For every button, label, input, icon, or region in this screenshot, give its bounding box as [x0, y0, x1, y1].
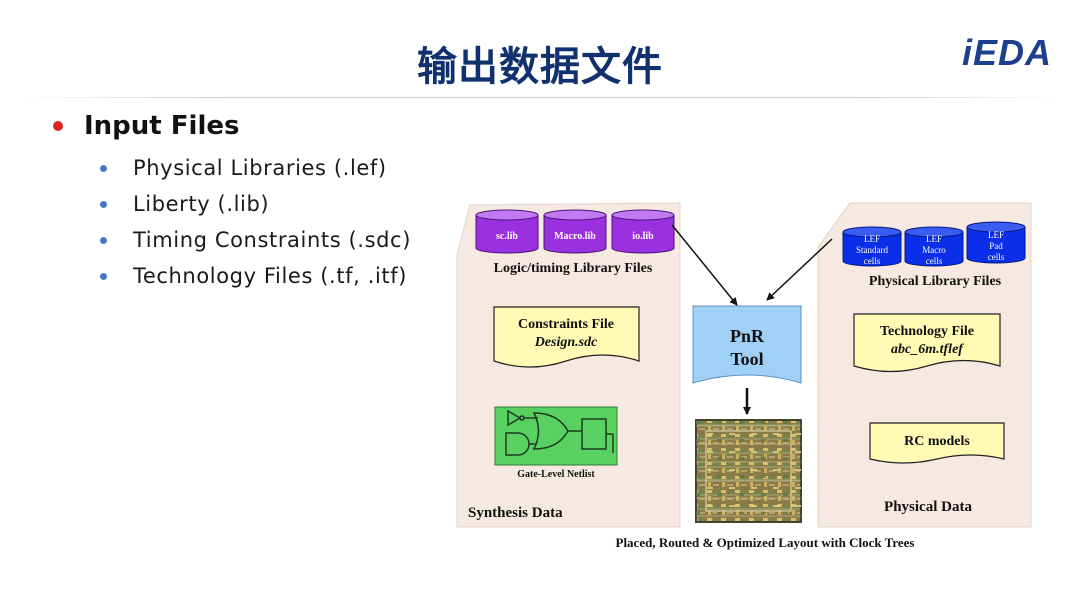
lef-label-line1: LEF	[988, 230, 1004, 240]
lef-cylinder: LEF Macro cells	[904, 226, 964, 267]
physical-to-tool-arrow	[766, 238, 833, 301]
rc-models-label: RC models	[904, 434, 970, 449]
technology-file-name: abc_6m.tflef	[891, 342, 964, 357]
lib-label: io.lib	[632, 231, 654, 242]
synthesis-data-label: Synthesis Data	[468, 505, 563, 521]
constraints-file-doc: Constraints File Design.sdc	[493, 306, 640, 368]
gate-netlist-caption: Gate-Level Netlist	[517, 469, 595, 480]
blue-bullet-icon	[100, 164, 107, 172]
lef-label-line3: cells	[864, 256, 881, 266]
blue-bullet-icon	[100, 200, 107, 208]
main-bullet-text: Input Files	[84, 111, 240, 141]
lef-label-line3: cells	[988, 252, 1005, 262]
physical-library-caption: Physical Library Files	[869, 274, 1002, 289]
title-divider	[18, 97, 1064, 98]
pnr-tool-line2: Tool	[730, 349, 763, 369]
lef-label-line1: LEF	[926, 234, 942, 244]
gate-netlist-box: Gate-Level Netlist	[494, 406, 618, 480]
blue-bullet-icon	[100, 272, 107, 280]
lef-cylinder: LEF Pad cells	[966, 221, 1026, 264]
sub-bullet-item: Liberty (.lib)	[100, 186, 411, 222]
page-title: 输出数据文件	[417, 44, 663, 90]
constraints-file-name: Design.sdc	[534, 335, 598, 350]
lib-label: sc.lib	[496, 231, 518, 242]
rc-models-doc: RC models	[869, 422, 1005, 464]
lib-cylinder: sc.lib	[475, 209, 539, 254]
ieda-logo: iEDA	[962, 32, 1053, 73]
synthesis-to-tool-arrow	[671, 224, 738, 306]
sub-bullet-item: Technology Files (.tf, .itf)	[100, 258, 411, 294]
pnr-flow-diagram: sc.lib Macro.lib io.lib Logic/timing Lib…	[456, 202, 1032, 550]
technology-file-doc: Technology File abc_6m.tflef	[853, 313, 1001, 373]
chip-layout-image	[695, 419, 802, 523]
lef-label-line1: LEF	[864, 234, 880, 244]
red-bullet-icon	[53, 121, 63, 131]
logic-library-caption: Logic/timing Library Files	[494, 261, 653, 276]
pnr-tool-line1: PnR	[730, 326, 765, 346]
sub-bullet-list: Physical Libraries (.lef) Liberty (.lib)…	[100, 150, 411, 294]
logic-gates-icon	[505, 409, 614, 456]
sub-bullet-text: Timing Constraints (.sdc)	[133, 228, 411, 252]
lef-label-line2: Macro	[922, 245, 946, 255]
pnr-tool-box: PnR Tool	[692, 305, 802, 384]
main-bullet: Input Files	[53, 111, 239, 141]
constraints-file-title: Constraints File	[518, 317, 614, 332]
sub-bullet-item: Timing Constraints (.sdc)	[100, 222, 411, 258]
lef-label-line2: Pad	[989, 241, 1003, 251]
lib-label: Macro.lib	[554, 231, 596, 242]
lef-label-line3: cells	[926, 256, 943, 266]
physical-data-label: Physical Data	[884, 499, 972, 515]
layout-caption: Placed, Routed & Optimized Layout with C…	[616, 535, 915, 550]
sub-bullet-text: Physical Libraries (.lef)	[133, 156, 387, 180]
technology-file-title: Technology File	[880, 324, 974, 339]
lib-cylinder: Macro.lib	[543, 209, 607, 254]
lef-cylinder: LEF Standard cells	[842, 226, 902, 267]
sub-bullet-text: Technology Files (.tf, .itf)	[133, 264, 408, 288]
lib-cylinder: io.lib	[611, 209, 675, 254]
lef-label-line2: Standard	[856, 245, 888, 255]
blue-bullet-icon	[100, 236, 107, 244]
sub-bullet-item: Physical Libraries (.lef)	[100, 150, 411, 186]
sub-bullet-text: Liberty (.lib)	[133, 192, 270, 216]
